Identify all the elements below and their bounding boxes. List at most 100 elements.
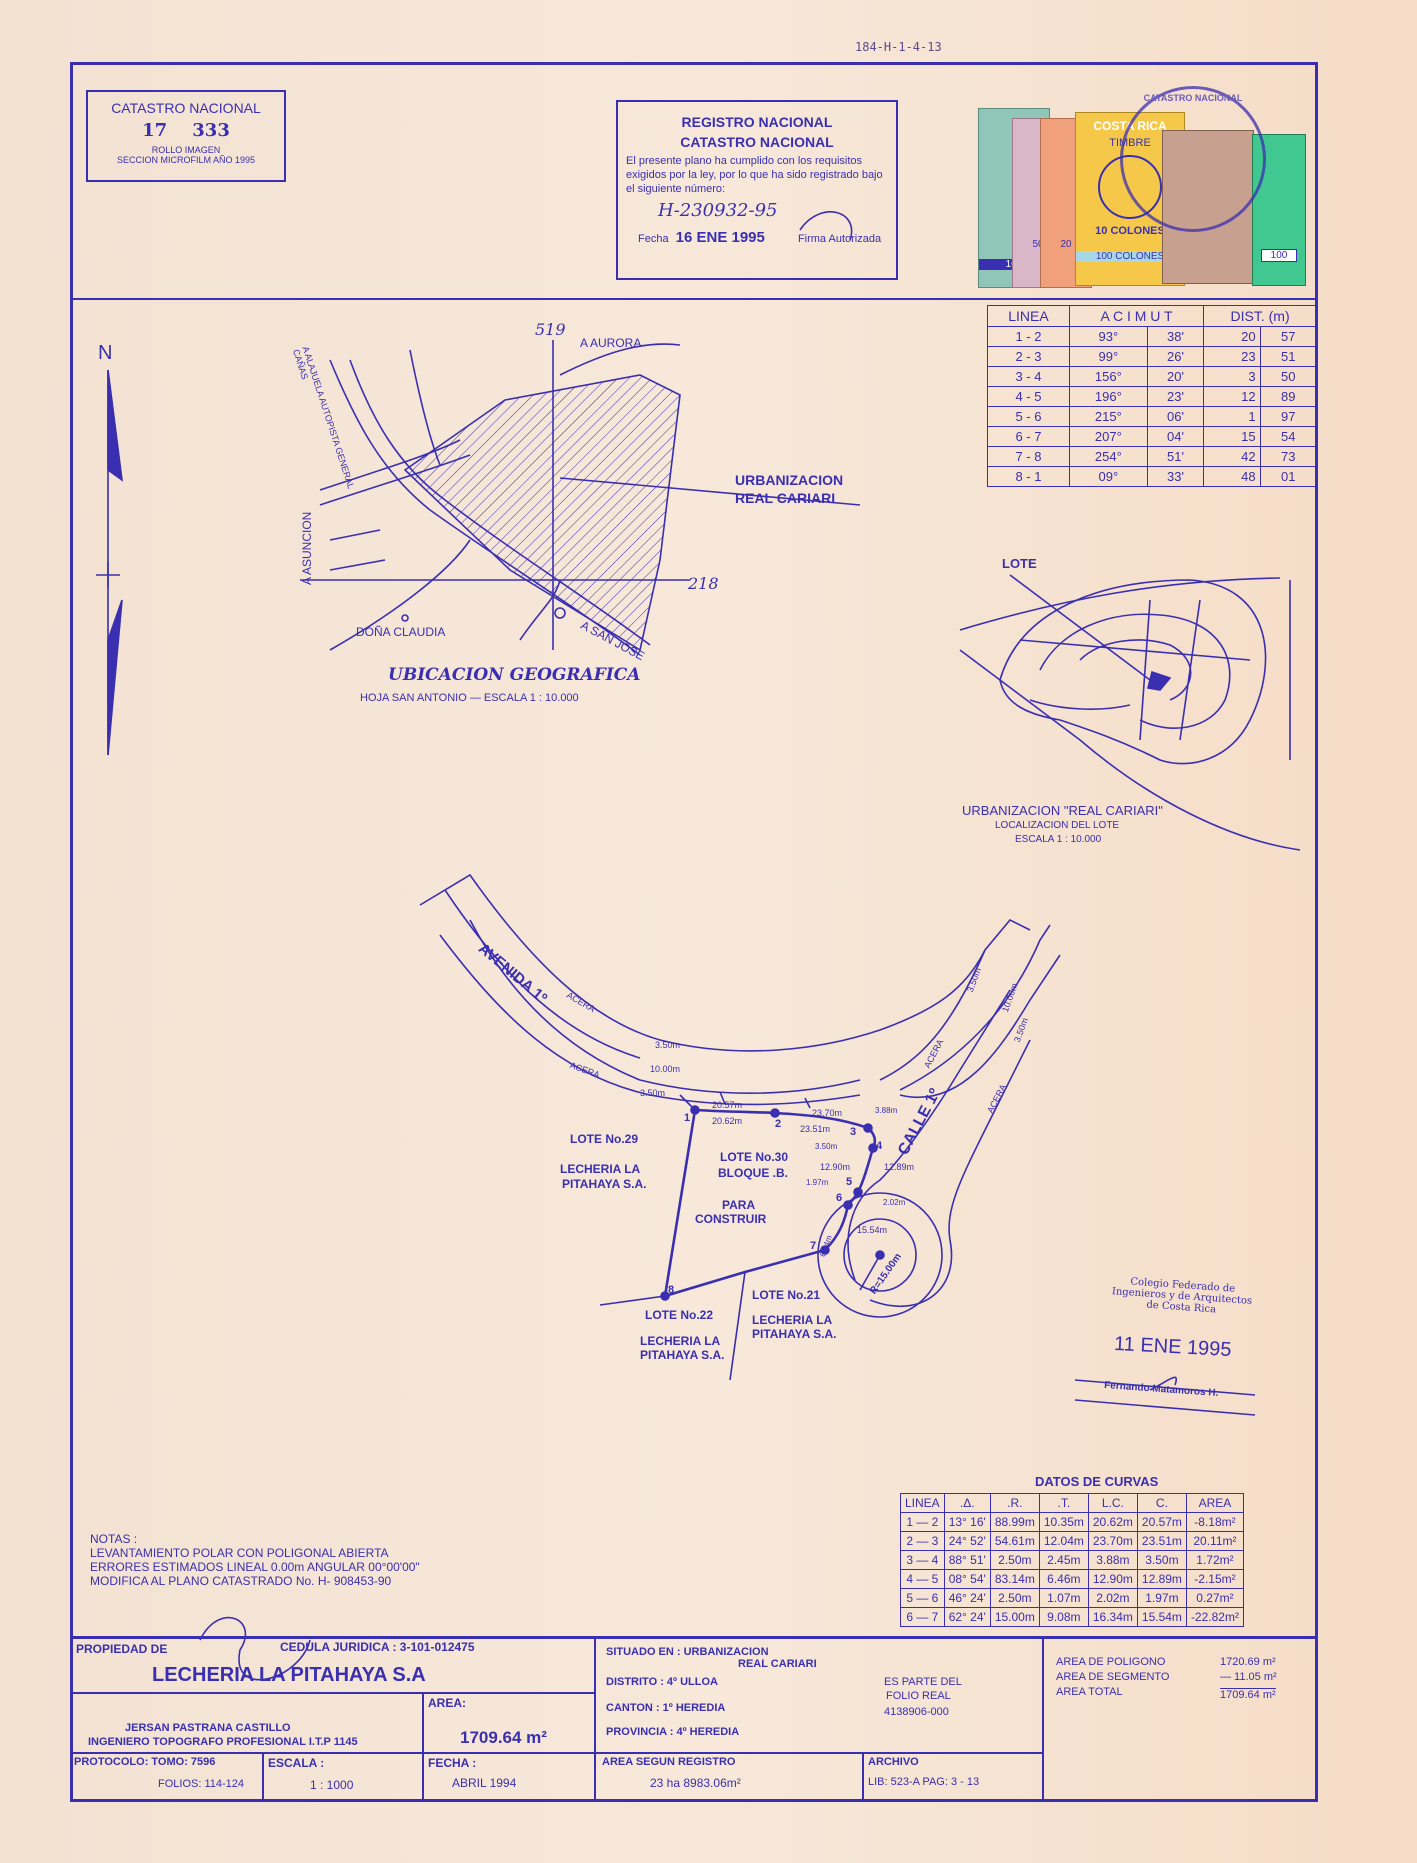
point-3: 3 [850, 1126, 857, 1138]
folio-line2: FOLIO REAL [886, 1690, 951, 1702]
propiedad-label: PROPIEDAD DE [76, 1642, 168, 1656]
ubicacion-subtitle: HOJA SAN ANTONIO — ESCALA 1 : 10.000 [360, 692, 579, 704]
notas-line2: ERRORES ESTIMADOS LINEAL 0.00m ANGULAR 0… [90, 1560, 420, 1574]
width-350-label-1: 3.50m [655, 1040, 681, 1050]
dist-1290: 12.90m [820, 1162, 851, 1172]
point-8: 8 [668, 1284, 675, 1296]
registro-stamp: REGISTRO NACIONAL CATASTRO NACIONAL El p… [616, 100, 898, 280]
main-plan [419, 873, 1061, 1381]
area-registro-label: AREA SEGUN REGISTRO [602, 1756, 736, 1768]
lote29-line3: PITAHAYA S.A. [562, 1177, 647, 1191]
area-registro-value: 23 ha 8983.06m² [650, 1776, 741, 1790]
seal-circle-icon: CATASTRO NACIONAL [1120, 86, 1266, 232]
point-5: 5 [846, 1176, 853, 1188]
escala-value: 1 : 1000 [310, 1778, 354, 1792]
dist-197: 1.97m [806, 1178, 829, 1187]
lote21-line1: LOTE No.21 [752, 1288, 821, 1302]
area-total-label: AREA TOTAL [1056, 1686, 1123, 1698]
width-350-label-2: 3.50m [640, 1088, 666, 1098]
cul-de-sac [817, 1192, 943, 1318]
fecha-value: ABRIL 1994 [452, 1776, 517, 1790]
folio-line3: 4138906-000 [884, 1706, 949, 1718]
construir-line2: CONSTRUIR [695, 1212, 767, 1226]
dist-2057: 20.57m [712, 1100, 743, 1110]
lote30-line2: BLOQUE .B. [718, 1166, 789, 1180]
fecha-label: FECHA : [428, 1756, 477, 1770]
point-1: 1 [684, 1112, 691, 1124]
rumbos-header-dist: DIST. (m) [1203, 305, 1317, 327]
curvas-title: DATOS DE CURVAS [1035, 1474, 1159, 1489]
ubicacion-title: UBICACION GEOGRAFICA [388, 665, 641, 685]
dist-1554: 15.54m [857, 1225, 888, 1235]
lot-location-title: URBANIZACION "REAL CARIARI" [962, 803, 1163, 818]
area-segmento-label: AREA DE SEGMENTO [1056, 1671, 1170, 1683]
lot-location-map [959, 574, 1301, 851]
sheet-border [70, 62, 1318, 1802]
coord-top: 519 [535, 320, 566, 339]
rumbos-header-acimut: A C I M U T [1068, 305, 1205, 327]
catastro-number-b: 333 [192, 120, 230, 141]
situado-line1: SITUADO EN : URBANIZACION [606, 1646, 769, 1658]
lote22-line1: LOTE No.22 [645, 1308, 714, 1322]
catastro-box: CATASTRO NACIONAL 17 333 ROLLO IMAGEN SE… [86, 90, 286, 182]
header-divider [70, 298, 1318, 300]
canton: CANTON : 1º HEREDIA [606, 1702, 726, 1714]
area-poligono-label: AREA DE POLIGONO [1056, 1656, 1166, 1668]
area-value: 1709.64 m² [460, 1728, 547, 1747]
catastro-title: CATASTRO NACIONAL [111, 100, 261, 116]
distrito: DISTRITO : 4º ULLOA [606, 1676, 718, 1688]
lote22-line3: PITAHAYA S.A. [640, 1348, 725, 1362]
archivo-label: ARCHIVO [868, 1756, 919, 1768]
owner-name: LECHERIA LA PITAHAYA S.A [152, 1664, 426, 1686]
registro-title1: REGISTRO NACIONAL [681, 114, 833, 130]
area-poligono-value: 1720.69 m² [1220, 1656, 1276, 1668]
notas-line3: MODIFICA AL PLANO CATASTRADO No. H- 9084… [90, 1574, 392, 1588]
point-2: 2 [775, 1118, 782, 1130]
registro-fecha-value: 16 ENE 1995 [675, 229, 765, 246]
registro-signature [799, 211, 853, 241]
urbanizacion-label-2: REAL CARIARI [735, 490, 836, 506]
lot-marker-icon [1147, 670, 1172, 691]
area-segmento-value: — 11.05 m² [1220, 1671, 1277, 1683]
north-arrow-icon [107, 369, 124, 482]
registro-number: H-230932-95 [658, 200, 778, 221]
coord-right: 218 [688, 574, 719, 593]
dona-claudia-label: DOÑA CLAUDIA [356, 625, 446, 639]
dist-1289: 12.89m [884, 1162, 915, 1172]
dist-350: 3.50m [815, 1142, 838, 1151]
folio-line1: ES PARTE DEL [884, 1676, 962, 1688]
registro-firma-label: Firma Autorizada [797, 233, 882, 245]
lote30-line1: LOTE No.30 [720, 1150, 789, 1164]
protocolo: PROTOCOLO: TOMO: 7596 [74, 1756, 216, 1768]
lote-label: LOTE [1002, 556, 1037, 571]
lot-location-sub1: LOCALIZACION DEL LOTE [995, 820, 1120, 831]
area-label: AREA: [428, 1696, 466, 1710]
escala-label: ESCALA : [268, 1756, 325, 1770]
point-7: 7 [810, 1240, 817, 1252]
registro-title2: CATASTRO NACIONAL [680, 134, 834, 150]
folios: FOLIOS: 114-124 [158, 1778, 245, 1790]
archivo-value: LIB: 523-A PAG: 3 - 13 [868, 1776, 980, 1788]
location-map [300, 340, 861, 656]
catastro-line2: SECCION MICROFILM AÑO 1995 [116, 155, 256, 165]
lote29-line1: LOTE No.29 [570, 1132, 639, 1146]
lot-polygon [663, 1108, 877, 1298]
catastro-number-a: 17 [142, 120, 168, 141]
engineer-name: JERSAN PASTRANA CASTILLO [125, 1722, 291, 1734]
file-code: 184-H-1-4-13 [855, 40, 942, 54]
construir-line1: PARA [722, 1198, 756, 1212]
table-row: LINEA A C I M U T DIST. (m) [987, 305, 1317, 327]
dist-202: 2.02m [883, 1198, 906, 1207]
urbanizacion-label-1: URBANIZACION [735, 472, 844, 488]
notas-block: NOTAS : LEVANTAMIENTO POLAR CON POLIGONA… [90, 1532, 420, 1588]
